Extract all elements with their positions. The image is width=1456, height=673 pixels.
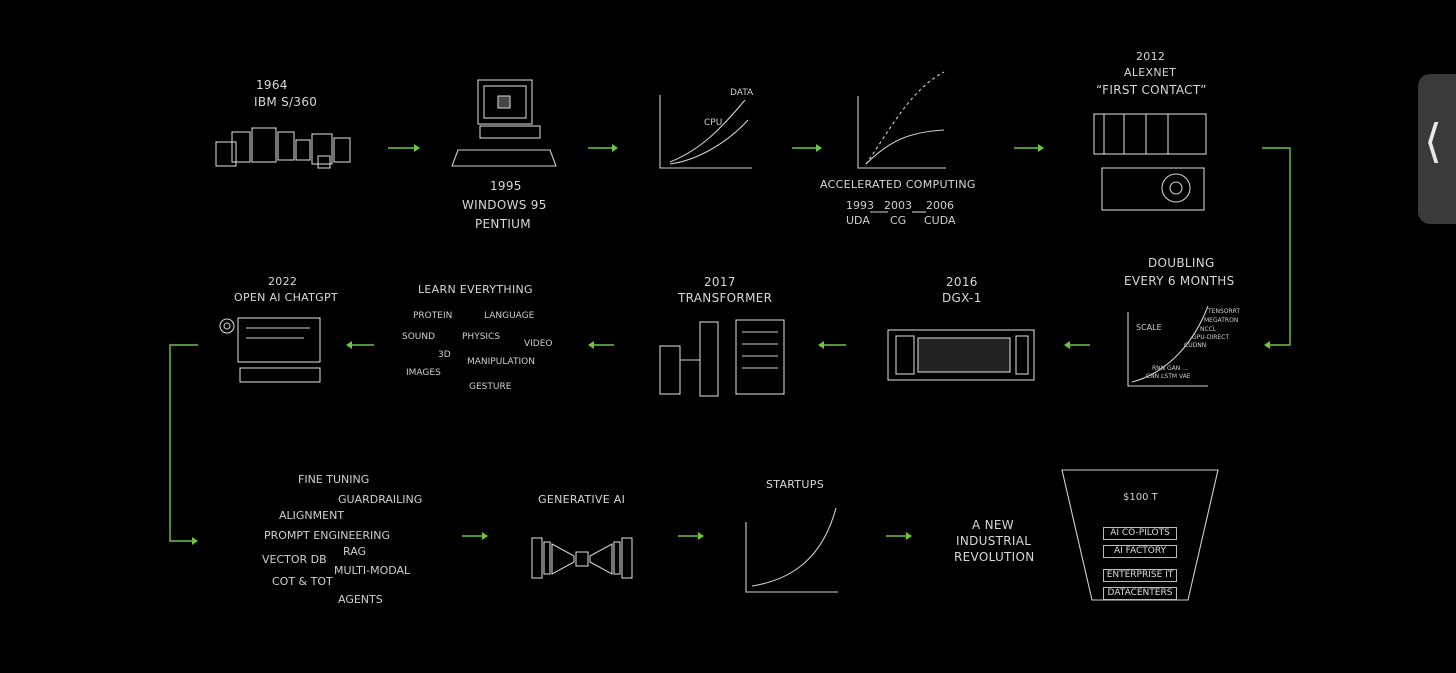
- ibm-year: 1964: [256, 78, 288, 92]
- accel-l1: UDA: [846, 214, 870, 227]
- doubling-l1: DOUBLING: [1148, 256, 1215, 270]
- doubling-d: GPU-DIRECT: [1192, 334, 1230, 341]
- transformer-sketch: [659, 319, 785, 397]
- stack-prompt-engineering: PROMPT ENGINEERING: [264, 529, 390, 542]
- doubling-f: RNN GAN ...: [1152, 365, 1188, 372]
- arrow-r3-3: [886, 532, 912, 540]
- doubling-e: CUDNN: [1184, 342, 1207, 349]
- revolution-l2: INDUSTRIAL: [956, 534, 1032, 548]
- doubling-g: CNN LSTM VAE: [1146, 373, 1191, 380]
- dgx-sketch: [887, 329, 1035, 381]
- connector-left: [169, 344, 198, 545]
- revolution-l1: A NEW: [972, 518, 1014, 532]
- graph1-data-label: DATA: [730, 88, 754, 98]
- learn-title: LEARN EVERYTHING: [418, 283, 533, 296]
- chatgpt-name: OPEN AI CHATGPT: [234, 291, 338, 304]
- learn-protein: PROTEIN: [413, 311, 453, 321]
- accel-y1: 1993: [846, 199, 874, 212]
- accel-l3: CUDA: [924, 214, 956, 227]
- doubling-scale: SCALE: [1136, 323, 1162, 332]
- arrow-r2-4: [346, 341, 374, 349]
- stack-vector-db: VECTOR DB: [262, 553, 327, 566]
- arrow-r2-1: [1064, 341, 1090, 349]
- startups-label: STARTUPS: [766, 478, 825, 491]
- learn-language: LANGUAGE: [484, 311, 535, 321]
- doubling-c: NCCL: [1200, 326, 1217, 333]
- win-year: 1995: [490, 179, 522, 193]
- stack-multi-modal: MULTI-MODAL: [334, 564, 411, 577]
- stack-agents: AGENTS: [338, 593, 383, 606]
- graph1-sketch: [659, 95, 752, 169]
- alexnet-year: 2012: [1136, 50, 1166, 63]
- win-chip: PENTIUM: [475, 217, 531, 231]
- learn-images: IMAGES: [406, 368, 441, 378]
- accel-y3: 2006: [926, 199, 954, 212]
- startups-graph: [745, 507, 838, 593]
- stack-cot-tot: COT & TOT: [272, 575, 333, 588]
- gpu-sketch: [1093, 113, 1207, 211]
- learn-sound: SOUND: [402, 332, 436, 342]
- learn-physics: PHYSICS: [462, 332, 501, 342]
- arrow-r1-2: [588, 144, 618, 152]
- accel-y2: 2003: [884, 199, 912, 212]
- doubling-a: TENSORRT: [1208, 308, 1241, 315]
- connector-right: [1262, 147, 1291, 349]
- alexnet-tag: “FIRST CONTACT”: [1096, 83, 1207, 97]
- graph1-cpu-label: CPU: [704, 118, 723, 128]
- chevron-left-icon: ⟨: [1424, 114, 1442, 168]
- transformer-year: 2017: [704, 275, 736, 289]
- revolution-l3: REVOLUTION: [954, 550, 1035, 564]
- doubling-l2: EVERY 6 MONTHS: [1124, 274, 1235, 288]
- accel-l2: CG: [890, 214, 907, 227]
- ibm-sketch: [215, 127, 351, 169]
- arrow-r3-1: [462, 532, 488, 540]
- transformer-name: TRANSFORMER: [678, 291, 773, 305]
- stack-rag: RAG: [343, 545, 367, 558]
- alexnet-name: ALEXNET: [1124, 66, 1177, 79]
- win-name: WINDOWS 95: [462, 198, 547, 212]
- stack-alignment: ALIGNMENT: [279, 509, 345, 522]
- arrow-r1-3: [792, 144, 822, 152]
- stack-fine-tuning: FINE TUNING: [298, 473, 370, 486]
- pc-sketch: [451, 79, 557, 167]
- stack-guardrailing: GUARDRAILING: [338, 493, 423, 506]
- chatgpt-year: 2022: [268, 275, 298, 288]
- arrow-r3-2: [678, 532, 704, 540]
- arrow-r2-3: [588, 341, 614, 349]
- chatgpt-sketch: [219, 317, 321, 383]
- graph2-sketch: [857, 71, 946, 169]
- genai-sketch: [531, 537, 633, 579]
- funnel-ai-copilots: AI CO-PILOTS: [1103, 527, 1177, 540]
- funnel-value: $100 T: [1123, 492, 1158, 503]
- funnel-enterprise-it: ENTERPRISE IT: [1103, 569, 1177, 582]
- ibm-name: IBM S/360: [254, 95, 318, 109]
- funnel-sketch: [1061, 469, 1219, 601]
- genai-label: GENERATIVE AI: [538, 493, 626, 506]
- funnel-datacenters: DATACENTERS: [1103, 587, 1177, 600]
- learn-3d: 3D: [438, 350, 451, 360]
- dgx-name: DGX-1: [942, 291, 982, 305]
- funnel-ai-factory: AI FACTORY: [1103, 545, 1177, 558]
- learn-video: VIDEO: [524, 339, 553, 349]
- doubling-graph: [1127, 305, 1209, 387]
- learn-gesture: GESTURE: [469, 382, 512, 392]
- accel-title: ACCELERATED COMPUTING: [820, 178, 976, 191]
- arrow-r1-1: [388, 144, 420, 152]
- arrow-r2-2: [818, 341, 846, 349]
- dgx-year: 2016: [946, 275, 978, 289]
- side-panel-tab[interactable]: ⟨: [1418, 74, 1456, 224]
- learn-manipulation: MANIPULATION: [467, 357, 535, 367]
- doubling-b: MEGATRON: [1204, 317, 1239, 324]
- arrow-r1-4: [1014, 144, 1044, 152]
